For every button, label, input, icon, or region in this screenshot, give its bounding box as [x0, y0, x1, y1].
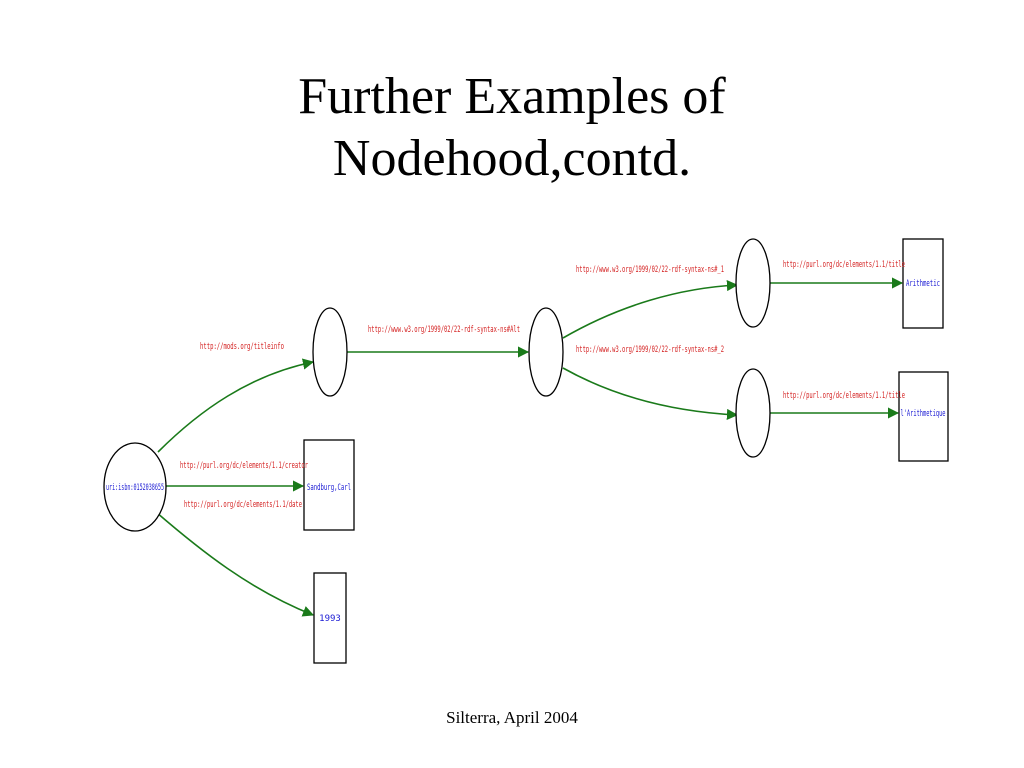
alt-node: [528, 307, 564, 397]
root-resource-node: [103, 442, 167, 532]
title-line-2: Nodehood,contd.: [332, 130, 692, 187]
edge-label-title1: http://purl.org/dc/elements/1.1/title: [783, 260, 905, 270]
literal-creator-label: Sandburg,Carl: [307, 483, 351, 493]
titleinfo-node: [312, 307, 348, 397]
item2-node: [735, 368, 771, 458]
literal-title2-box: [898, 371, 949, 462]
literal-date-label: 1993: [319, 614, 341, 624]
literal-creator-box: [303, 439, 355, 531]
slide-title: Further Examples of Nodehood,contd.: [0, 66, 1024, 190]
edge-item2: [562, 367, 739, 421]
edge-item1: [562, 279, 739, 339]
edge-label-item1: http://www.w3.org/1999/02/22-rdf-syntax-…: [576, 265, 724, 275]
edge-label-item2: http://www.w3.org/1999/02/22-rdf-syntax-…: [576, 345, 724, 355]
edge-label-alt: http://www.w3.org/1999/02/22-rdf-syntax-…: [368, 325, 520, 335]
edge-label-creator: http://purl.org/dc/elements/1.1/creator: [180, 461, 308, 471]
root-node-label: uri:isbn:0152038655: [106, 483, 164, 493]
edge-titleinfo: [157, 358, 315, 453]
slide-footer: Silterra, April 2004: [446, 708, 578, 727]
literal-date-box: [313, 572, 347, 664]
literal-title1-box: [902, 238, 944, 329]
edge-label-title2: http://purl.org/dc/elements/1.1/title: [783, 391, 905, 401]
edge-label-titleinfo: http://mods.org/titleinfo: [200, 342, 284, 352]
edge-date: [155, 511, 315, 617]
title-line-1: Further Examples of: [298, 68, 726, 125]
item1-node: [735, 238, 771, 328]
edge-label-date: http://purl.org/dc/elements/1.1/date: [184, 500, 302, 510]
literal-title1-label: Arithmetic: [906, 279, 940, 289]
literal-title2-label: l'Arithmetique: [901, 409, 946, 419]
